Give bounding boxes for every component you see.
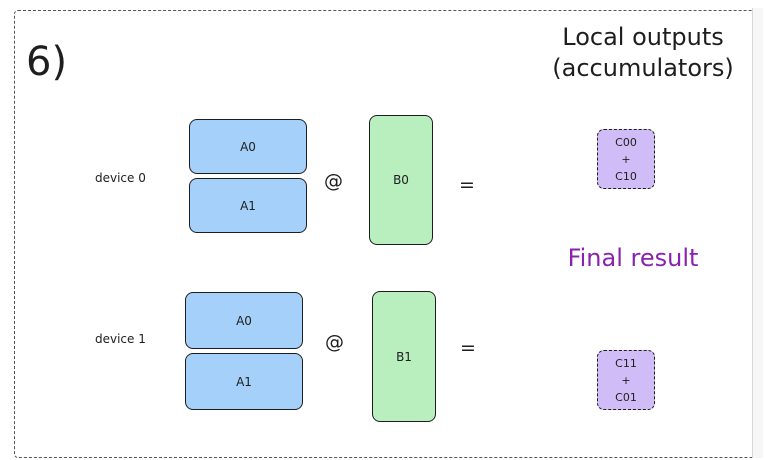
device-1-output-accumulator: C11 + C01 [597, 350, 655, 410]
device-1-output-term-2: C01 [615, 390, 637, 404]
device-1-label: device 1 [95, 332, 146, 346]
device-1-a0-block: A0 [185, 292, 303, 349]
device-1-matmul-operator: @ [325, 331, 344, 353]
device-1-equals-sign: = [460, 337, 476, 359]
device-0-output-plus: + [621, 152, 631, 166]
device-0-output-term-1: C00 [615, 135, 637, 149]
device-0-output-accumulator: C00 + C10 [597, 129, 655, 189]
device-0-equals-sign: = [459, 174, 475, 196]
local-outputs-heading: Local outputs (accumulators) [548, 22, 738, 84]
heading-line-1: Local outputs [562, 23, 724, 51]
device-0-b0-block: B0 [369, 115, 433, 245]
device-0-a1-block: A1 [189, 178, 307, 233]
step-number: 6) [26, 39, 68, 85]
final-result-label: Final result [567, 244, 699, 272]
device-0-output-term-2: C10 [615, 169, 637, 183]
heading-line-2: (accumulators) [552, 54, 734, 82]
device-0-label: device 0 [95, 171, 146, 185]
device-1-output-plus: + [621, 373, 631, 387]
device-1-b1-block: B1 [372, 291, 436, 422]
device-1-output-term-1: C11 [615, 356, 637, 370]
device-1-a1-block: A1 [185, 353, 303, 410]
device-0-matmul-operator: @ [324, 170, 343, 192]
scrollbar[interactable] [752, 8, 763, 458]
device-0-a0-block: A0 [189, 119, 307, 174]
